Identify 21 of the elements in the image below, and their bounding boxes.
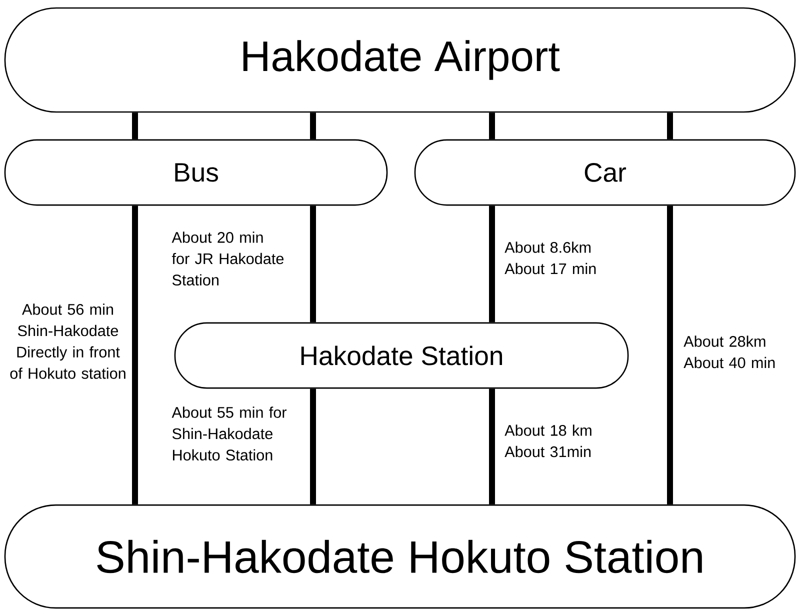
- rounded-box: Bus: [4, 139, 388, 206]
- edge-label: About 18 km About 31min: [504, 424, 592, 458]
- edge-label: About 8.6km About 17 min: [504, 242, 596, 274]
- connector-line: [489, 112, 495, 140]
- edge-label: About 28km About 40 min: [684, 336, 775, 368]
- edge-label: About 20 min for JR Hakodate Station: [172, 232, 284, 286]
- connector-line: [489, 388, 495, 504]
- connector-line: [667, 206, 673, 504]
- rounded-box: Car: [414, 139, 796, 206]
- connector-line: [310, 206, 316, 322]
- rounded-box: Hakodate Airport: [4, 7, 796, 113]
- connector-line: [132, 112, 138, 140]
- connector-line: [310, 112, 316, 140]
- rounded-box: Hakodate Station: [174, 322, 629, 389]
- connector-line: [310, 388, 316, 504]
- edge-label: About 56 min Shin-Hakodate Directly in front of Hokuto station: [10, 304, 126, 379]
- connector-line: [667, 112, 673, 140]
- rounded-box: Shin-Hakodate Hokuto Station: [4, 504, 796, 609]
- connector-line: [132, 206, 138, 504]
- connector-line: [489, 206, 495, 322]
- edge-label: About 55 min for Shin-Hakodate Hokuto Station: [172, 406, 286, 461]
